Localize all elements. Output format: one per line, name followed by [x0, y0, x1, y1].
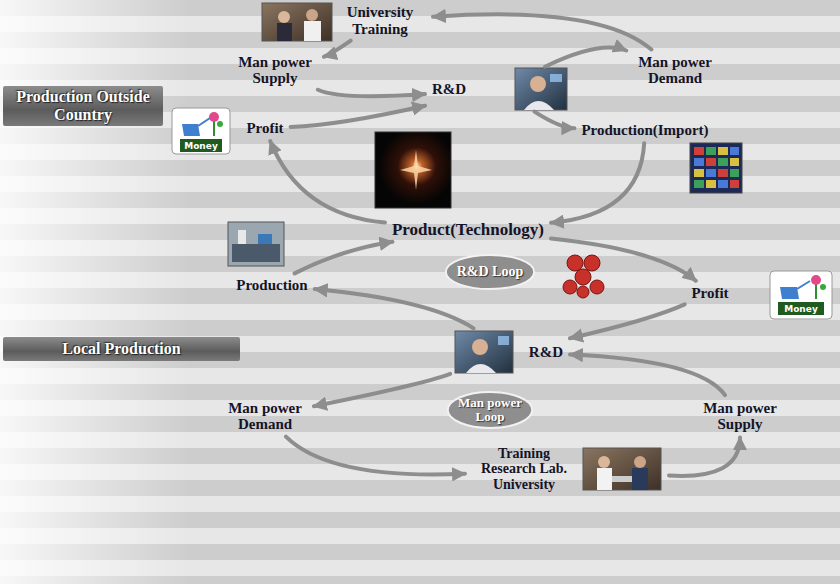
loop-oval: R&D Loop	[444, 253, 536, 291]
node-text: Profit	[691, 285, 728, 302]
node-text: Production	[236, 277, 307, 294]
node-text: Production(Import)	[581, 122, 708, 139]
node-text: Local Production	[62, 340, 180, 358]
factory-image	[228, 222, 284, 266]
flow-node: Product(Technology)	[388, 219, 548, 242]
flow-node: Man power Supply	[694, 398, 786, 435]
icon-label: Money	[184, 142, 218, 151]
flow-node: Man power Demand	[219, 398, 311, 435]
node-text: Man power Demand	[633, 54, 717, 87]
node-text: R&D	[432, 81, 466, 98]
node-text: Man power Loop	[452, 396, 528, 425]
flow-arrow	[315, 289, 474, 328]
flow-node: Profit	[242, 118, 287, 139]
flow-node: Profit	[687, 283, 732, 304]
node-text: University Training	[334, 4, 426, 37]
flow-node: R&D	[428, 68, 570, 110]
region-band: Local Production	[3, 337, 240, 361]
import-image	[690, 143, 742, 193]
molecule-image	[563, 255, 604, 298]
node-text: Man power Demand	[223, 400, 307, 433]
flow-arrow	[669, 438, 740, 476]
icon-label: Money	[784, 305, 818, 314]
research-photo	[455, 331, 513, 373]
flow-node: Production	[232, 275, 311, 296]
flow-node: Man power Supply	[229, 52, 321, 89]
node-text: Profit	[246, 120, 283, 137]
flow-arrow	[551, 143, 644, 223]
flow-arrow	[324, 41, 351, 57]
node-text: Man power Supply	[233, 54, 317, 87]
node-text: Man power Supply	[698, 400, 782, 433]
flow-arrow	[270, 141, 385, 223]
node-text: R&D	[529, 344, 563, 361]
node-text: Product(Technology)	[392, 221, 544, 240]
flow-node: Production(Import)	[577, 120, 712, 141]
node-text: R&D Loop	[457, 264, 524, 279]
flow-arrow	[318, 90, 425, 96]
flow-arrow	[570, 304, 685, 338]
money-icon	[172, 108, 230, 154]
research-photo	[515, 68, 567, 110]
money-icon	[770, 271, 832, 319]
flow-node: Man power Demand	[629, 52, 721, 89]
flow-arrow	[314, 374, 450, 406]
loop-oval: Man power Loop	[446, 390, 534, 430]
flow-node: University Training	[330, 2, 430, 39]
node-text: Training Research Lab. University	[472, 446, 576, 492]
region-band: Production Outside Country	[3, 86, 163, 126]
flow-node: R&D	[453, 330, 567, 374]
university-photo	[262, 3, 332, 41]
technology-image	[375, 132, 451, 208]
flow-arrow	[534, 112, 574, 129]
flow-node: Training Research Lab. University	[468, 444, 666, 494]
flow-arrow	[551, 239, 696, 281]
flow-arrow	[570, 355, 725, 396]
node-text: Production Outside Country	[8, 88, 158, 123]
flow-arrow	[286, 437, 465, 475]
flow-arrow	[433, 14, 651, 49]
training-photo	[583, 448, 661, 490]
flow-arrow	[295, 242, 393, 274]
flow-arrow	[545, 48, 626, 67]
flow-arrow	[291, 106, 426, 127]
